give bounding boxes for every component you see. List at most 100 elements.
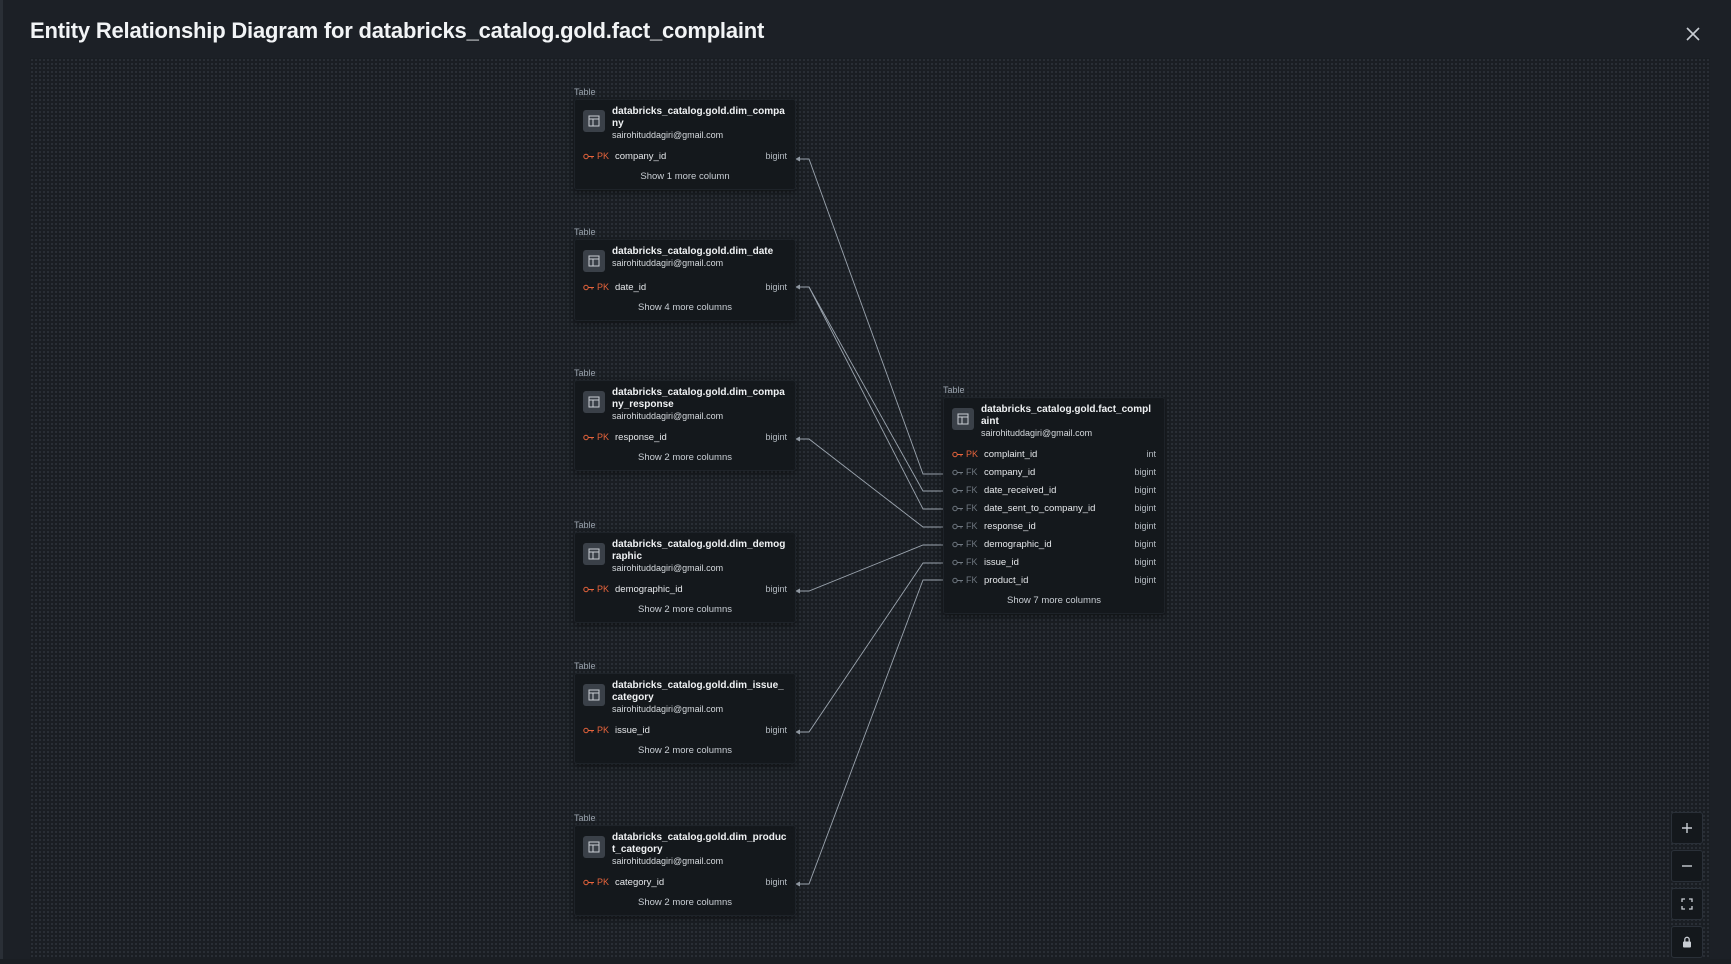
column-row: PK issue_id bigint: [583, 721, 787, 739]
table-icon: [583, 543, 605, 565]
column-row: PK company_id bigint: [583, 147, 787, 165]
column-type: bigint: [1134, 557, 1156, 567]
table-node-dim-product-category[interactable]: Table databricks_catalog.gold.dim_produc…: [574, 811, 796, 916]
plus-icon: [1682, 823, 1692, 833]
column-type: bigint: [765, 877, 787, 887]
key-icon: [952, 469, 963, 475]
minus-icon: [1682, 865, 1692, 867]
table-owner: sairohituddagiri@gmail.com: [981, 428, 1093, 438]
table-name: databricks_catalog.gold.dim_product_cate…: [612, 832, 787, 855]
column-type: bigint: [1134, 575, 1156, 585]
show-more-columns-button[interactable]: Show 2 more columns: [638, 745, 732, 756]
table-card[interactable]: databricks_catalog.gold.dim_demographic …: [574, 532, 796, 623]
key-icon: [952, 505, 963, 511]
column-name: category_id: [615, 876, 665, 888]
column-name: demographic_id: [615, 583, 683, 595]
primary-key-badge: PK: [952, 449, 984, 459]
primary-key-badge: PK: [583, 151, 615, 161]
column-name: company_id: [984, 466, 1036, 478]
node-kind-label: Table: [574, 520, 596, 530]
node-kind-label: Table: [574, 661, 596, 671]
key-icon: [583, 153, 594, 159]
table-card[interactable]: databricks_catalog.gold.dim_company sair…: [574, 99, 796, 190]
canvas-controls: [1671, 812, 1703, 964]
table-owner: sairohituddagiri@gmail.com: [612, 130, 724, 140]
primary-key-badge: PK: [583, 725, 615, 735]
column-name: date_received_id: [984, 484, 1057, 496]
column-type: int: [1146, 449, 1156, 459]
column-type: bigint: [765, 584, 787, 594]
column-name: issue_id: [984, 556, 1019, 568]
show-more-columns-button[interactable]: Show 2 more columns: [638, 452, 732, 463]
table-name: databricks_catalog.gold.dim_company: [612, 106, 785, 129]
column-row: PK response_id bigint: [583, 428, 787, 446]
table-card[interactable]: databricks_catalog.gold.fact_complaint s…: [943, 397, 1165, 614]
table-name: databricks_catalog.gold.dim_company_resp…: [612, 387, 785, 410]
zoom-out-button[interactable]: [1671, 850, 1703, 882]
column-row: FK issue_id bigint: [952, 553, 1156, 571]
key-icon: [583, 879, 594, 885]
table-card[interactable]: databricks_catalog.gold.dim_product_cate…: [574, 825, 796, 916]
key-icon: [952, 451, 963, 457]
fit-view-button[interactable]: [1671, 888, 1703, 920]
show-more-columns-button[interactable]: Show 2 more columns: [638, 897, 732, 908]
column-type: bigint: [765, 151, 787, 161]
primary-key-badge: PK: [583, 432, 615, 442]
show-more-columns-button[interactable]: Show 2 more columns: [638, 604, 732, 615]
table-node-fact-complaint[interactable]: Table databricks_catalog.gold.fact_compl…: [943, 383, 1165, 614]
column-type: bigint: [1134, 503, 1156, 513]
table-icon: [583, 250, 605, 272]
show-more-columns-button[interactable]: Show 1 more column: [640, 171, 730, 182]
column-name: date_sent_to_company_id: [984, 502, 1096, 514]
column-type: bigint: [1134, 521, 1156, 531]
column-row: PK date_id bigint: [583, 278, 787, 296]
table-card[interactable]: databricks_catalog.gold.dim_company_resp…: [574, 380, 796, 471]
column-row: PK demographic_id bigint: [583, 580, 787, 598]
table-name: databricks_catalog.gold.dim_date: [612, 246, 774, 257]
foreign-key-badge: FK: [952, 521, 984, 531]
table-icon: [583, 836, 605, 858]
primary-key-badge: PK: [583, 584, 615, 594]
column-name: response_id: [984, 520, 1036, 532]
key-icon: [583, 434, 594, 440]
key-icon: [583, 727, 594, 733]
close-icon: [1686, 27, 1700, 41]
table-card[interactable]: databricks_catalog.gold.dim_issue_catego…: [574, 673, 796, 764]
table-owner: sairohituddagiri@gmail.com: [612, 704, 724, 714]
table-name: databricks_catalog.gold.dim_demographic: [612, 539, 786, 562]
table-node-dim-date[interactable]: Table databricks_catalog.gold.dim_date s…: [574, 225, 796, 321]
table-node-dim-company-response[interactable]: Table databricks_catalog.gold.dim_compan…: [574, 366, 796, 471]
column-name: product_id: [984, 574, 1029, 586]
primary-key-badge: PK: [583, 282, 615, 292]
table-node-dim-company[interactable]: Table databricks_catalog.gold.dim_compan…: [574, 85, 796, 190]
table-icon: [952, 408, 974, 430]
column-name: response_id: [615, 431, 667, 443]
column-name: complaint_id: [984, 448, 1038, 460]
table-node-dim-issue-category[interactable]: Table databricks_catalog.gold.dim_issue_…: [574, 659, 796, 764]
key-icon: [952, 559, 963, 565]
column-row: FK company_id bigint: [952, 463, 1156, 481]
column-row: FK product_id bigint: [952, 571, 1156, 589]
table-owner: sairohituddagiri@gmail.com: [612, 563, 724, 573]
show-more-columns-button[interactable]: Show 7 more columns: [1007, 595, 1101, 606]
column-type: bigint: [765, 725, 787, 735]
column-row: FK date_received_id bigint: [952, 481, 1156, 499]
show-more-columns-button[interactable]: Show 4 more columns: [638, 302, 732, 313]
close-button[interactable]: [1681, 22, 1705, 46]
table-card[interactable]: databricks_catalog.gold.dim_date sairohi…: [574, 239, 796, 321]
column-row: FK date_sent_to_company_id bigint: [952, 499, 1156, 517]
node-kind-label: Table: [574, 87, 596, 97]
column-row: FK demographic_id bigint: [952, 535, 1156, 553]
lock-button[interactable]: [1671, 926, 1703, 958]
zoom-in-button[interactable]: [1671, 812, 1703, 844]
table-owner: sairohituddagiri@gmail.com: [612, 258, 724, 268]
column-name: company_id: [615, 150, 667, 162]
primary-key-badge: PK: [583, 877, 615, 887]
table-owner: sairohituddagiri@gmail.com: [612, 411, 724, 421]
table-node-dim-demographic[interactable]: Table databricks_catalog.gold.dim_demogr…: [574, 518, 796, 623]
key-icon: [583, 586, 594, 592]
fit-view-icon: [1681, 898, 1693, 910]
key-icon: [952, 487, 963, 493]
diagram-canvas[interactable]: [30, 58, 1710, 959]
